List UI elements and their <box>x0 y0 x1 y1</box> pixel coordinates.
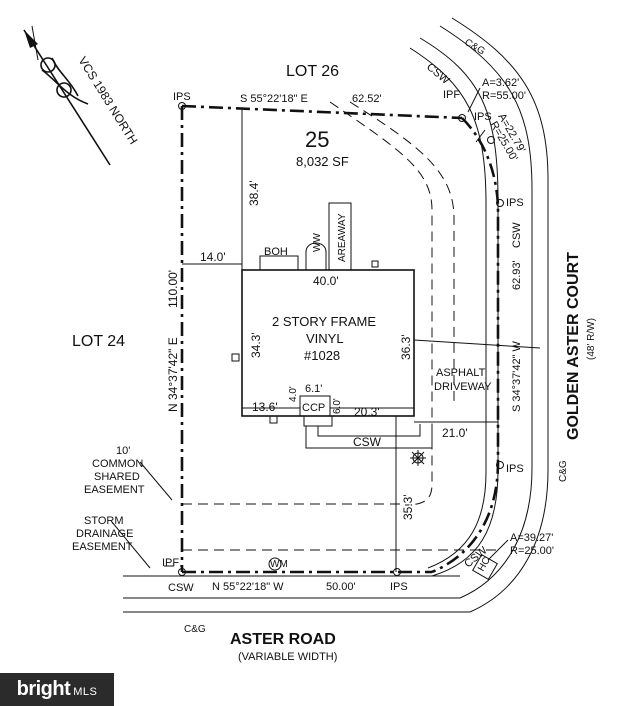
west-distance: 110.00' <box>166 270 180 308</box>
csw-east-label: CSW <box>511 222 523 248</box>
street-east-width: (48' R/W) <box>586 318 597 360</box>
curve-se-radius: R=25.00' <box>510 545 554 557</box>
south-distance: 50.00' <box>326 581 356 593</box>
storm-easement-3: EASEMENT <box>72 541 133 553</box>
house-line2: VINYL <box>306 331 344 346</box>
ccp-label: CCP <box>302 402 325 414</box>
pin-ips-s: IPS <box>390 581 408 593</box>
house-line1: 2 STORY FRAME <box>272 314 376 329</box>
boh-label: BOH <box>264 246 288 258</box>
lot-number: 25 <box>305 127 329 152</box>
walkway <box>305 424 433 449</box>
ccp-depth: 6.0' <box>332 398 343 414</box>
driveway-line2: DRIVEWAY <box>434 381 492 393</box>
south-bearing: N 55°22'18" W <box>212 581 284 593</box>
dimension-lines <box>111 87 541 572</box>
csw-walk-label: CSW <box>353 435 382 449</box>
ww-label: WW <box>312 233 323 252</box>
pin-ipf-ne: IPF <box>443 89 460 101</box>
setback-front: 38.4' <box>247 180 261 206</box>
csw-ne-label: CSW <box>424 61 452 87</box>
common-easement-2: COMMON <box>92 458 143 470</box>
street-south-name: ASTER ROAD <box>230 631 336 648</box>
setback-side-east: 21.0' <box>442 426 468 440</box>
pin-ips-ne: IPS <box>474 111 492 123</box>
driveway-line1: ASPHALT <box>436 367 486 379</box>
north-label: VCS 1983 NORTH <box>75 54 140 147</box>
north-distance: 62.52' <box>352 93 382 105</box>
lot-area: 8,032 SF <box>296 154 349 169</box>
east-bearing: S 34°37'42" W <box>511 340 523 412</box>
curve-se-arc: A=39.27' <box>510 532 553 544</box>
pin-ipf-sw: IPF <box>162 557 179 569</box>
common-easement-4: EASEMENT <box>84 484 145 496</box>
ccp-width: 6.1' <box>305 383 322 395</box>
street-east-name: GOLDEN ASTER COURT <box>565 252 582 440</box>
house-top-width: 40.0' <box>313 274 339 288</box>
setback-rear: 35.3' <box>401 494 415 520</box>
svg-text:WM: WM <box>270 559 288 570</box>
ccp-left: 4.0' <box>288 386 299 402</box>
lot-26-label: LOT 26 <box>286 63 339 80</box>
pin-markers <box>178 102 504 576</box>
csw-south-label: CSW <box>168 582 194 594</box>
house-right-depth: 36.3' <box>399 334 413 360</box>
north-bearing: S 55°22'18" E <box>240 93 308 105</box>
house-outline <box>231 202 415 427</box>
common-easement-3: SHARED <box>94 471 140 483</box>
north-arrow <box>23 25 111 166</box>
house-line3: #1028 <box>304 348 340 363</box>
house-bottom-right: 20.3' <box>354 405 380 419</box>
pin-ips-e: IPS <box>506 197 524 209</box>
shrub-icon <box>410 450 426 466</box>
common-easement-1: 10' <box>116 445 130 457</box>
areaway-label: AREAWAY <box>337 213 348 262</box>
watermark-brand: bright <box>16 678 71 700</box>
pin-ips-se: IPS <box>506 463 524 475</box>
cg-east-label: C&G <box>558 460 569 482</box>
storm-easement-2: DRAINAGE <box>76 528 133 540</box>
curve-ne-radius: R=55.00' <box>482 90 526 102</box>
west-bearing: N 34°37'42" E <box>166 337 180 412</box>
storm-easement-1: STORM <box>84 515 124 527</box>
setback-side-west: 14.0' <box>200 250 226 264</box>
house-left-depth: 34.3' <box>249 332 263 358</box>
east-distance: 62.93' <box>511 260 523 290</box>
brightmls-watermark: bright MLS <box>0 673 114 706</box>
house-bottom-left: 13.6' <box>252 400 278 414</box>
interior-dashed <box>164 101 500 567</box>
pin-ips-nw: IPS <box>173 91 191 103</box>
street-south-width: (VARIABLE WIDTH) <box>238 651 337 663</box>
lot-24-label: LOT 24 <box>72 333 125 350</box>
water-meter-icon: WM <box>268 557 288 571</box>
cg-south-label: C&G <box>184 624 206 635</box>
curve-ne-arc: A=3.62' <box>482 77 519 89</box>
watermark-suffix: MLS <box>73 686 98 698</box>
